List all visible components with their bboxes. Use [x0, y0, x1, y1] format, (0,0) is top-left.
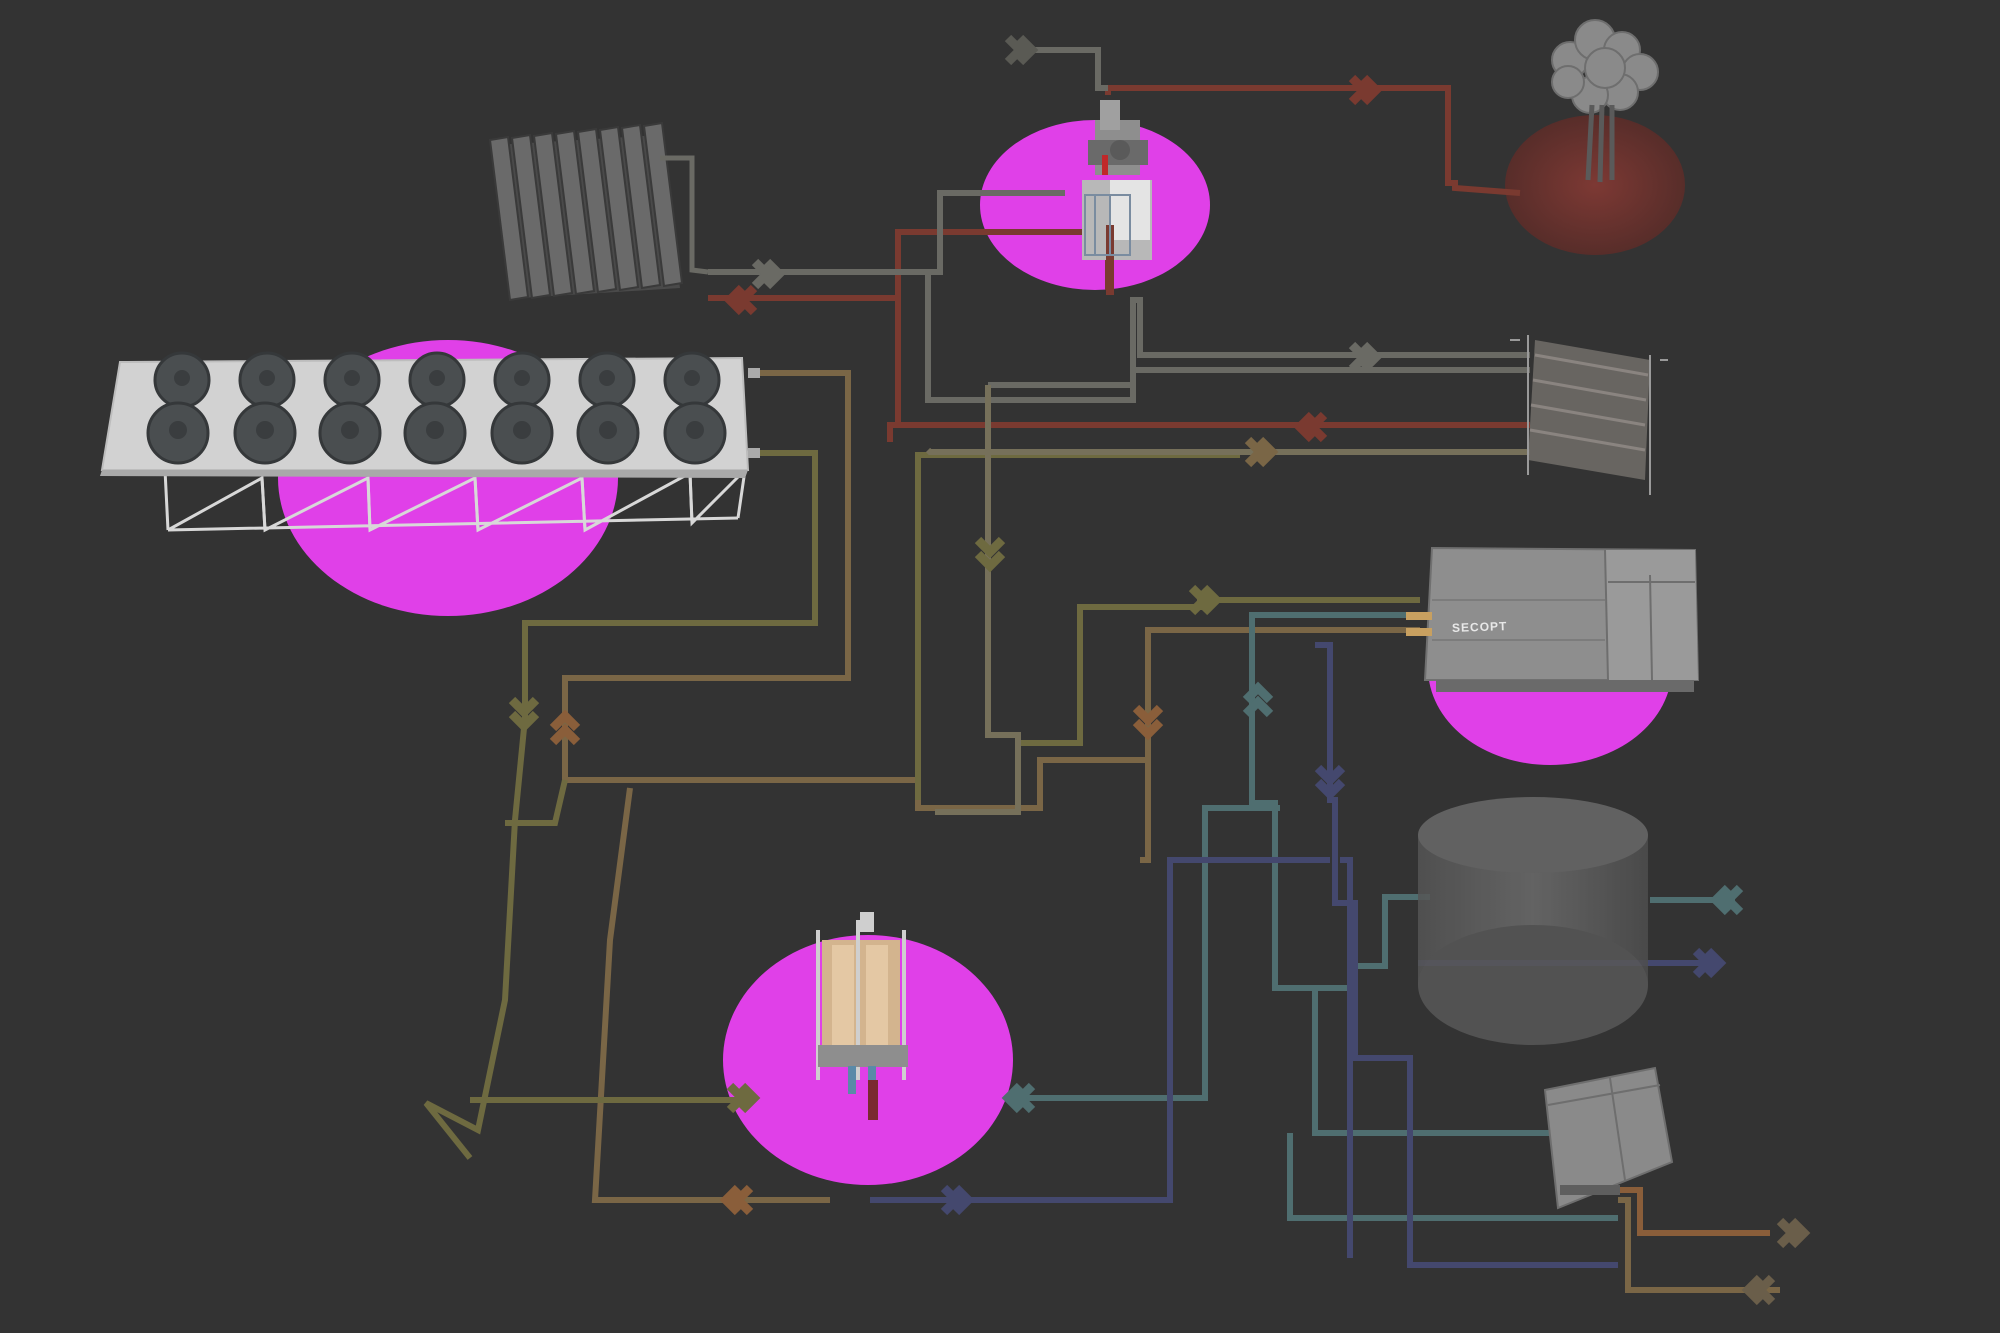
pipes: [423, 47, 1780, 1293]
flow-arrow-icon[interactable]: [974, 536, 1006, 573]
flow-arrow-icon[interactable]: [1314, 764, 1346, 801]
sofc-brand-label: SECOPT: [1451, 619, 1508, 635]
pipe-teal-stack[interactable]: [1018, 805, 1280, 1101]
flow-arrow-icon[interactable]: [1741, 1274, 1776, 1306]
pipe-sofc-feed-2[interactable]: [1140, 627, 1420, 863]
radiator[interactable]: [488, 121, 709, 302]
plate-heat-exchanger[interactable]: [1510, 335, 1668, 495]
pipe-olive-down[interactable]: [505, 779, 568, 826]
fuel-cell-stack[interactable]: [816, 912, 908, 1120]
pipe-radiator-out[interactable]: [708, 190, 1065, 275]
flow-arrow-icon[interactable]: [723, 284, 758, 316]
flow-arrow-icon[interactable]: [1348, 74, 1383, 106]
pipe-teal-sofc[interactable]: [1249, 612, 1618, 1136]
pipe-cooler-return[interactable]: [423, 450, 818, 1160]
pipe-grey-hx-2[interactable]: [988, 367, 1530, 388]
flow-arrow-icon[interactable]: [1001, 1082, 1036, 1114]
storage-tank[interactable]: [1418, 797, 1648, 1045]
flow-arrow-icon[interactable]: [1348, 341, 1383, 373]
pipe-sofc-feed[interactable]: [1018, 597, 1420, 746]
pipe-grey-hx[interactable]: [925, 272, 1530, 403]
pipe-hx-olive[interactable]: [935, 385, 1021, 815]
pipe-blue-3[interactable]: [1340, 857, 1353, 1258]
flow-arrow-icon[interactable]: [726, 1082, 761, 1114]
pipe-teal-tank[interactable]: [1275, 894, 1430, 991]
flow-arrow-icon[interactable]: [1244, 436, 1279, 468]
pipe-copper-1[interactable]: [1618, 1187, 1770, 1236]
small-cabinet[interactable]: [1543, 1066, 1674, 1210]
steam-disc[interactable]: [1505, 115, 1685, 255]
flow-arrow-icon[interactable]: [1776, 1217, 1811, 1249]
pipe-blue-stack[interactable]: [870, 857, 1330, 1203]
flow-arrow-icon[interactable]: [1132, 704, 1164, 741]
pipe-hx-olive-2[interactable]: [925, 447, 1530, 455]
flow-arrow-icon[interactable]: [1709, 884, 1744, 916]
flow-arrow-icon[interactable]: [719, 1184, 754, 1216]
dry-cooler[interactable]: [100, 351, 760, 533]
flow-arrow-icon[interactable]: [1004, 34, 1039, 66]
steam-cloud-icon[interactable]: [1551, 19, 1659, 183]
pipe-stack-in-brown[interactable]: [591, 787, 830, 1203]
sofc-unit[interactable]: [1406, 546, 1700, 692]
flow-arrow-icon[interactable]: [1242, 681, 1274, 718]
steam-turbine[interactable]: [1082, 100, 1152, 295]
pipe-teal-cab[interactable]: [1287, 1133, 1618, 1221]
flow-arrow-icon[interactable]: [1692, 947, 1727, 979]
flow-arrow-icon[interactable]: [1293, 411, 1328, 443]
flow-arrow-icon[interactable]: [549, 709, 581, 746]
pipe-copper-2[interactable]: [1618, 1197, 1780, 1293]
flow-arrow-icon[interactable]: [940, 1184, 975, 1216]
flow-arrow-icon[interactable]: [751, 258, 786, 290]
pipe-grey-top[interactable]: [1018, 47, 1108, 91]
flow-arrows: [508, 34, 1811, 1306]
flow-arrow-icon[interactable]: [508, 696, 540, 733]
flow-arrow-icon[interactable]: [1188, 584, 1223, 616]
pipe-blue-1[interactable]: [1315, 642, 1618, 1268]
